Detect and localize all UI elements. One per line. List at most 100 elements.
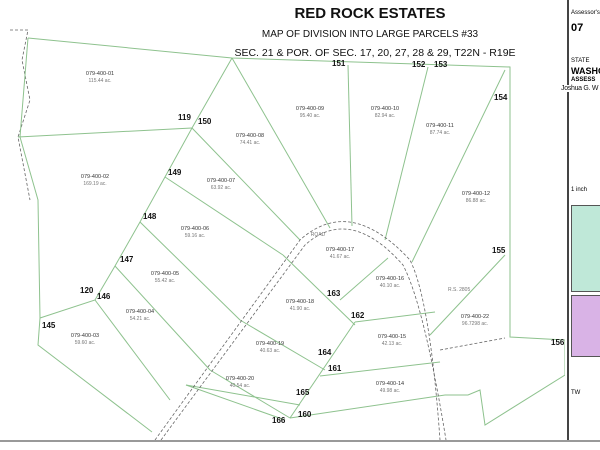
corner-120: 120 — [80, 286, 94, 295]
scale-label: 1 inch — [571, 187, 588, 193]
corner-147: 147 — [120, 255, 134, 264]
parcel-acres: 63.92 ac. — [211, 185, 232, 191]
parcel-apn: 079-400-10 — [371, 106, 399, 112]
parcel-acres: 87.74 ac. — [430, 130, 451, 136]
parcel-apn: 079-400-05 — [151, 271, 179, 277]
office-label: ASSESS — [571, 77, 596, 83]
parcel-acres: 59.60 ac. — [75, 340, 96, 346]
assessor-label: Assessor's — [571, 10, 600, 16]
parcel-acres: 74.41 ac. — [240, 140, 261, 146]
corner-150: 150 — [198, 117, 212, 126]
parcel-acres: 54.21 ac. — [130, 316, 151, 322]
corner-148: 148 — [143, 212, 157, 221]
parcel-apn: 079-400-03 — [71, 333, 99, 339]
survey-ref: R.S. 2805 — [448, 287, 470, 293]
road-label: ROAD — [311, 232, 326, 238]
parcel-apn: 079-400-07 — [207, 178, 235, 184]
parcel-apn: 079-400-06 — [181, 226, 209, 232]
parcel-apn: 079-400-09 — [296, 106, 324, 112]
parcel-acres: 96.7298 ac. — [462, 321, 488, 327]
parcel-apn: 079-400-11 — [426, 123, 454, 129]
parcel-apn: 079-400-18 — [286, 299, 314, 305]
corner-153: 153 — [434, 60, 448, 69]
corner-155: 155 — [492, 246, 506, 255]
parcel-acres: 59.16 ac. — [185, 233, 206, 239]
parcel-apn: 079-400-01 — [86, 71, 114, 77]
parcel-apn: 079-400-02 — [81, 174, 109, 180]
parcel-acres: 82.94 ac. — [375, 113, 396, 119]
parcel-apn: 079-400-12 — [462, 191, 490, 197]
corner-152: 152 — [412, 60, 426, 69]
corner-160: 160 — [298, 410, 312, 419]
parcel-apn: 079-400-15 — [378, 334, 406, 340]
corner-166: 166 — [272, 416, 286, 425]
parcel-acres: 40.63 ac. — [260, 348, 281, 354]
corner-156: 156 — [551, 338, 565, 347]
parcel-acres: 49.98 ac. — [380, 388, 401, 394]
corner-151: 151 — [332, 59, 346, 68]
parcel-acres: 40.54 ac. — [230, 383, 251, 389]
corner-149: 149 — [168, 168, 182, 177]
corner-154: 154 — [494, 93, 508, 102]
corner-162: 162 — [351, 311, 365, 320]
corner-145: 145 — [42, 321, 56, 330]
corner-163: 163 — [327, 289, 341, 298]
parcel-apn: 079-400-22 — [461, 314, 489, 320]
title-block: Assessor's 07 STATE WASHO ASSESS 1 inch … — [567, 0, 600, 440]
state-label: STATE — [571, 58, 590, 64]
parcel-apn: 079-400-04 — [126, 309, 154, 315]
corner-161: 161 — [328, 364, 342, 373]
parcel-acres: 41.67 ac. — [330, 254, 351, 260]
index-map — [571, 295, 600, 357]
vicinity-map — [571, 205, 600, 292]
parcel-apn: 079-400-20 — [226, 376, 254, 382]
drawn-by: TW — [571, 390, 581, 396]
parcel-apn: 079-400-14 — [376, 381, 404, 387]
parcel-apn: 079-400-17 — [326, 247, 354, 253]
bottom-border — [0, 440, 600, 442]
parcel-acres: 115.44 ac. — [89, 78, 112, 84]
parcel-acres: 41.90 ac. — [290, 306, 311, 312]
map-title: RED ROCK ESTATES — [294, 5, 446, 22]
map-number: 07 — [571, 22, 584, 34]
parcel-apn: 079-400-08 — [236, 133, 264, 139]
parcel-acres: 169.19 ac. — [83, 181, 106, 187]
road — [154, 221, 447, 440]
parcel-lines — [10, 29, 565, 433]
corner-146: 146 — [97, 292, 111, 301]
parcel-apn: 079-400-19 — [256, 341, 284, 347]
county-label: WASHO — [571, 66, 600, 76]
parcel-acres: 42.13 ac. — [382, 341, 403, 347]
corner-164: 164 — [318, 348, 332, 357]
map-sections: SEC. 21 & POR. OF SEC. 17, 20, 27, 28 & … — [234, 47, 516, 59]
parcel-acres: 86.88 ac. — [466, 198, 487, 204]
corner-165: 165 — [296, 388, 310, 397]
map-subtitle: MAP OF DIVISION INTO LARGE PARCELS #33 — [261, 29, 479, 40]
parcel-acres: 40.10 ac. — [380, 283, 401, 289]
parcel-acres: 95.40 ac. — [300, 113, 321, 119]
assessor-name: Joshua G. W — [560, 85, 600, 92]
parcel-acres: 55.42 ac. — [155, 278, 176, 284]
corner-119: 119 — [178, 113, 191, 122]
